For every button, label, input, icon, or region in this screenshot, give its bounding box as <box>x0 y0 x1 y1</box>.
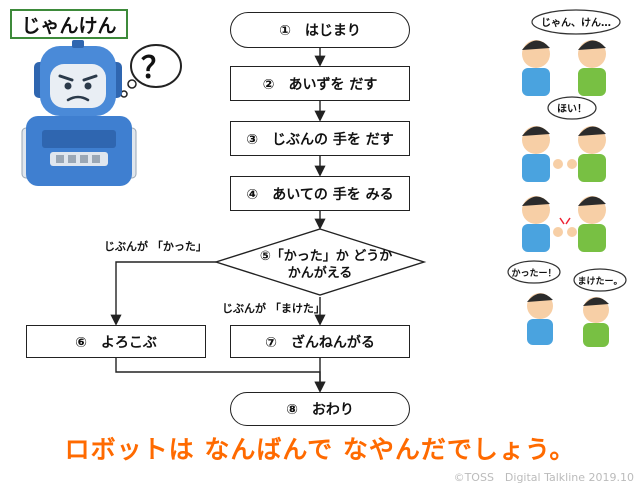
robot-icon <box>21 40 137 186</box>
speech-hoi: ほい！ <box>557 103 587 115</box>
thought-question-mark: ？ <box>141 51 171 86</box>
arrow-5-6 <box>110 261 216 326</box>
flow-end-text: ⑧ おわり <box>286 402 354 418</box>
janken-panel-3 <box>522 196 606 252</box>
janken-panel-4: かったー！ まけたー。 <box>507 260 627 347</box>
flow-step-4-text: ④ あいての 手を みる <box>246 186 394 203</box>
speech-katta: かったー！ <box>511 268 556 279</box>
question-text: ロボットは なんばんで なやんだでしょう。 <box>64 435 576 464</box>
decision-text-line1: ⑤「かった」か どうか <box>260 248 393 264</box>
janken-panel-2: ほい！ <box>522 96 606 182</box>
credit-text: ©TOSS Digital Talkline 2019.10 <box>453 471 634 484</box>
flow-step-7: ⑦ ざんねんがる <box>230 325 410 358</box>
decision-diamond <box>213 228 427 296</box>
thought-bubble: ？ <box>120 44 182 98</box>
title-text: じゃんけん <box>21 14 117 37</box>
flow-step-2: ② あいずを だす <box>230 66 410 101</box>
speech-maketa: まけたー。 <box>578 276 623 287</box>
arrow-6-8 <box>115 358 326 393</box>
janken-panel-1: じゃん、けん… <box>522 9 621 96</box>
branch-label-win: じぶんが 「かった」 <box>104 240 207 253</box>
flow-step-2-text: ② あいずを だす <box>262 76 378 93</box>
flow-step-7-text: ⑦ ざんねんがる <box>265 334 375 351</box>
decision-text-line2: かんがえる <box>288 265 353 281</box>
robot-illustration: ？ <box>21 40 182 186</box>
branch-label-lose: じぶんが 「まけた」 <box>222 302 325 315</box>
speech-janken: じゃん、けん… <box>541 17 611 29</box>
title-box: じゃんけん <box>10 9 128 39</box>
flow-end: ⑧ おわり <box>230 392 410 426</box>
flow-start-text: ① はじまり <box>279 23 361 39</box>
flow-step-6: ⑥ よろこぶ <box>26 325 206 358</box>
flow-step-3-text: ③ じぶんの 手を だす <box>246 131 394 148</box>
flow-start: ① はじまり <box>230 12 410 48</box>
flow-step-4: ④ あいての 手を みる <box>230 176 410 211</box>
janken-illustrations: じゃん、けん… ほい！ かったー！ <box>507 9 627 347</box>
flow-step-6-text: ⑥ よろこぶ <box>75 334 157 351</box>
flow-step-3: ③ じぶんの 手を だす <box>230 121 410 156</box>
